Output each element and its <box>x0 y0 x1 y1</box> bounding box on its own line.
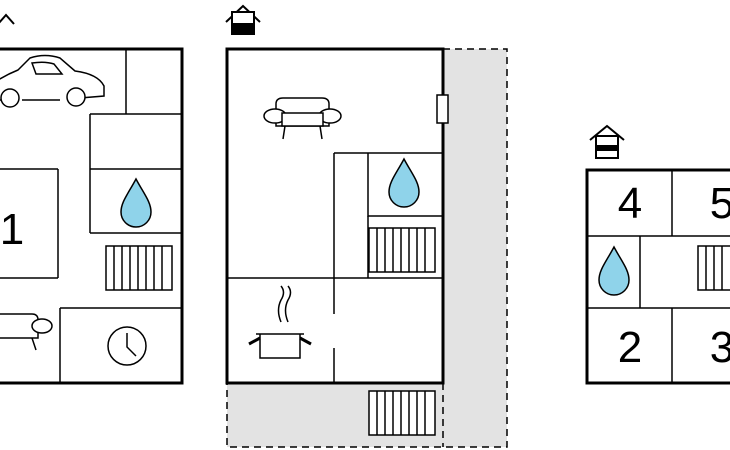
car-icon <box>0 54 105 108</box>
radiator-icon <box>368 227 436 273</box>
radiator-icon <box>368 390 436 436</box>
radiator-icon <box>697 245 730 291</box>
floor-plan-middle <box>225 4 508 448</box>
floor-plan-right: 4 5 2 3 <box>585 124 730 385</box>
room-number-5: 5 <box>710 179 730 228</box>
radiator-icon <box>105 245 173 291</box>
cooking-pot-icon <box>248 285 312 359</box>
water-drop-icon <box>388 157 420 208</box>
floor-plan-left: 1 <box>0 13 184 385</box>
left-walls <box>0 47 184 385</box>
sofa-icon <box>263 97 342 140</box>
water-drop-icon <box>120 177 152 228</box>
house-floor-icon <box>0 13 15 25</box>
room-number-1: 1 <box>0 205 24 254</box>
outdoor-terrace <box>226 48 508 448</box>
window <box>436 94 449 124</box>
room-number-2: 2 <box>618 323 642 372</box>
room-number-3: 3 <box>710 323 730 372</box>
clock-icon <box>107 326 147 366</box>
room-number-4: 4 <box>618 179 642 228</box>
house-ground-floor-icon <box>225 4 261 35</box>
sofa-icon <box>0 313 53 351</box>
middle-walls <box>225 47 445 385</box>
water-drop-icon <box>598 245 630 296</box>
right-walls <box>585 168 730 385</box>
house-basement-icon <box>589 124 625 159</box>
